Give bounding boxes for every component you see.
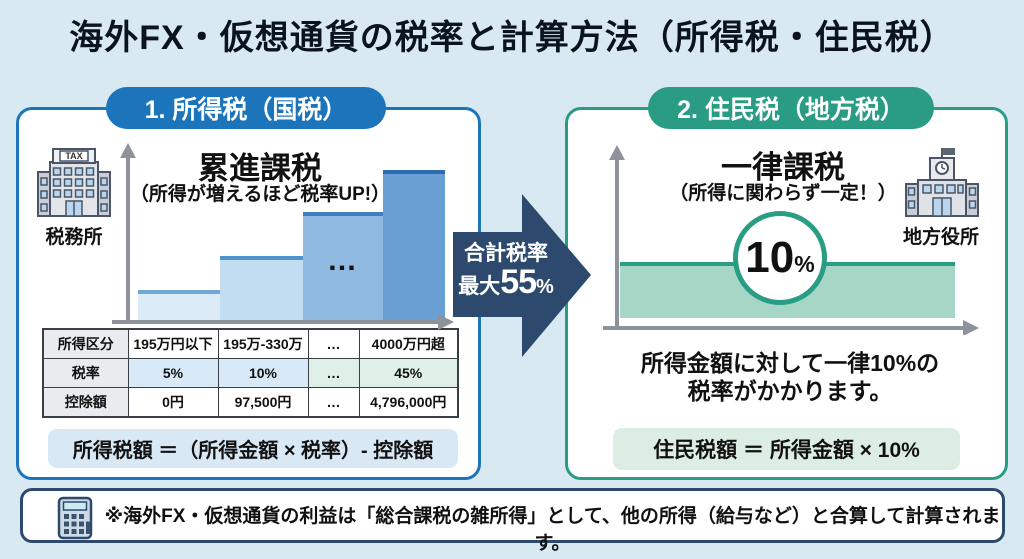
flat-tax-subtitle: （所得に関わらず一定！） [669,183,897,204]
steps-ellipsis: … [327,244,359,277]
bracket-cell: 195万円以下 [127,328,219,359]
rate-value: 10 [745,233,795,282]
row-label: 控除額 [42,387,129,418]
tax-sign-text: TAX [65,151,82,161]
total-rate-line1: 合計税率 [464,242,548,265]
total-rate-line2: 最大55% [455,263,557,302]
income-tax-header: 1. 所得税（国税） [106,87,386,129]
row-label: 所得区分 [42,328,129,359]
step-bar-2 [220,256,303,321]
description-line1: 所得金額に対して一律10%の [640,350,940,376]
tax-office-label: 税務所 [45,227,103,248]
flat-tax-title: 一律課税 [721,150,845,185]
city-hall-label: 地方役所 [902,227,979,248]
progressive-tax-title: 累進課税 [198,151,322,186]
resident-tax-formula: 住民税額 ＝ 所得金額 × 10% [613,428,960,470]
income-tax-table: 所得区分 195万円以下 195万-330万 … 4000万円超 税率 5% 1… [42,328,459,418]
income-tax-formula: 所得税額 ＝（所得金額 × 税率）- 控除額 [48,429,458,468]
bracket-cell: 195万-330万 [217,328,309,359]
total-rate-arrow [453,194,591,357]
resident-tax-description: 所得金額に対して一律10%の 税率がかかります。 [600,350,980,405]
page-title: 海外FX・仮想通貨の税率と計算方法（所得税・住民税） [69,19,955,57]
max-value: 55 [500,263,537,302]
deduction-cell: 97,500円 [217,387,309,418]
footnote-bar [20,488,1005,543]
deduction-cell: 4,796,000円 [358,387,459,418]
rate-cell: 45% [358,358,459,388]
max-unit: % [536,276,554,299]
step-bar-4 [383,170,445,321]
rate-badge: 10% [733,211,827,305]
rate-cell: 5% [127,358,219,388]
rate-cell: 10% [217,358,309,388]
total-rate-text: 合計税率 最大55% [455,242,557,302]
bracket-cell: … [307,328,360,359]
step-bar-1 [138,290,220,321]
bracket-cell: 4000万円超 [358,328,459,359]
table-row: 控除額 0円 97,500円 … 4,796,000円 [42,387,459,418]
row-label: 税率 [42,358,129,388]
description-line2: 税率がかかります。 [687,377,893,404]
city-hall-icon [905,148,979,217]
max-label: 最大 [458,275,501,299]
table-row: 所得区分 195万円以下 195万-330万 … 4000万円超 [42,328,459,359]
deduction-cell: … [307,387,360,418]
calculator-icon [57,496,93,540]
table-row: 税率 5% 10% … 45% [42,358,459,388]
progressive-tax-subtitle: （所得が増えるほど税率UP!） [129,184,391,205]
tax-office-icon: TAX [37,148,111,217]
deduction-cell: 0円 [127,387,219,418]
resident-tax-header: 2. 住民税（地方税） [648,87,934,129]
rate-cell: … [307,358,360,388]
footnote-text: ※海外FX・仮想通貨の利益は「総合課税の雑所得」として、他の所得（給与など）と合… [104,506,1001,554]
rate-unit: % [794,250,815,277]
step-bar-3 [303,212,383,321]
